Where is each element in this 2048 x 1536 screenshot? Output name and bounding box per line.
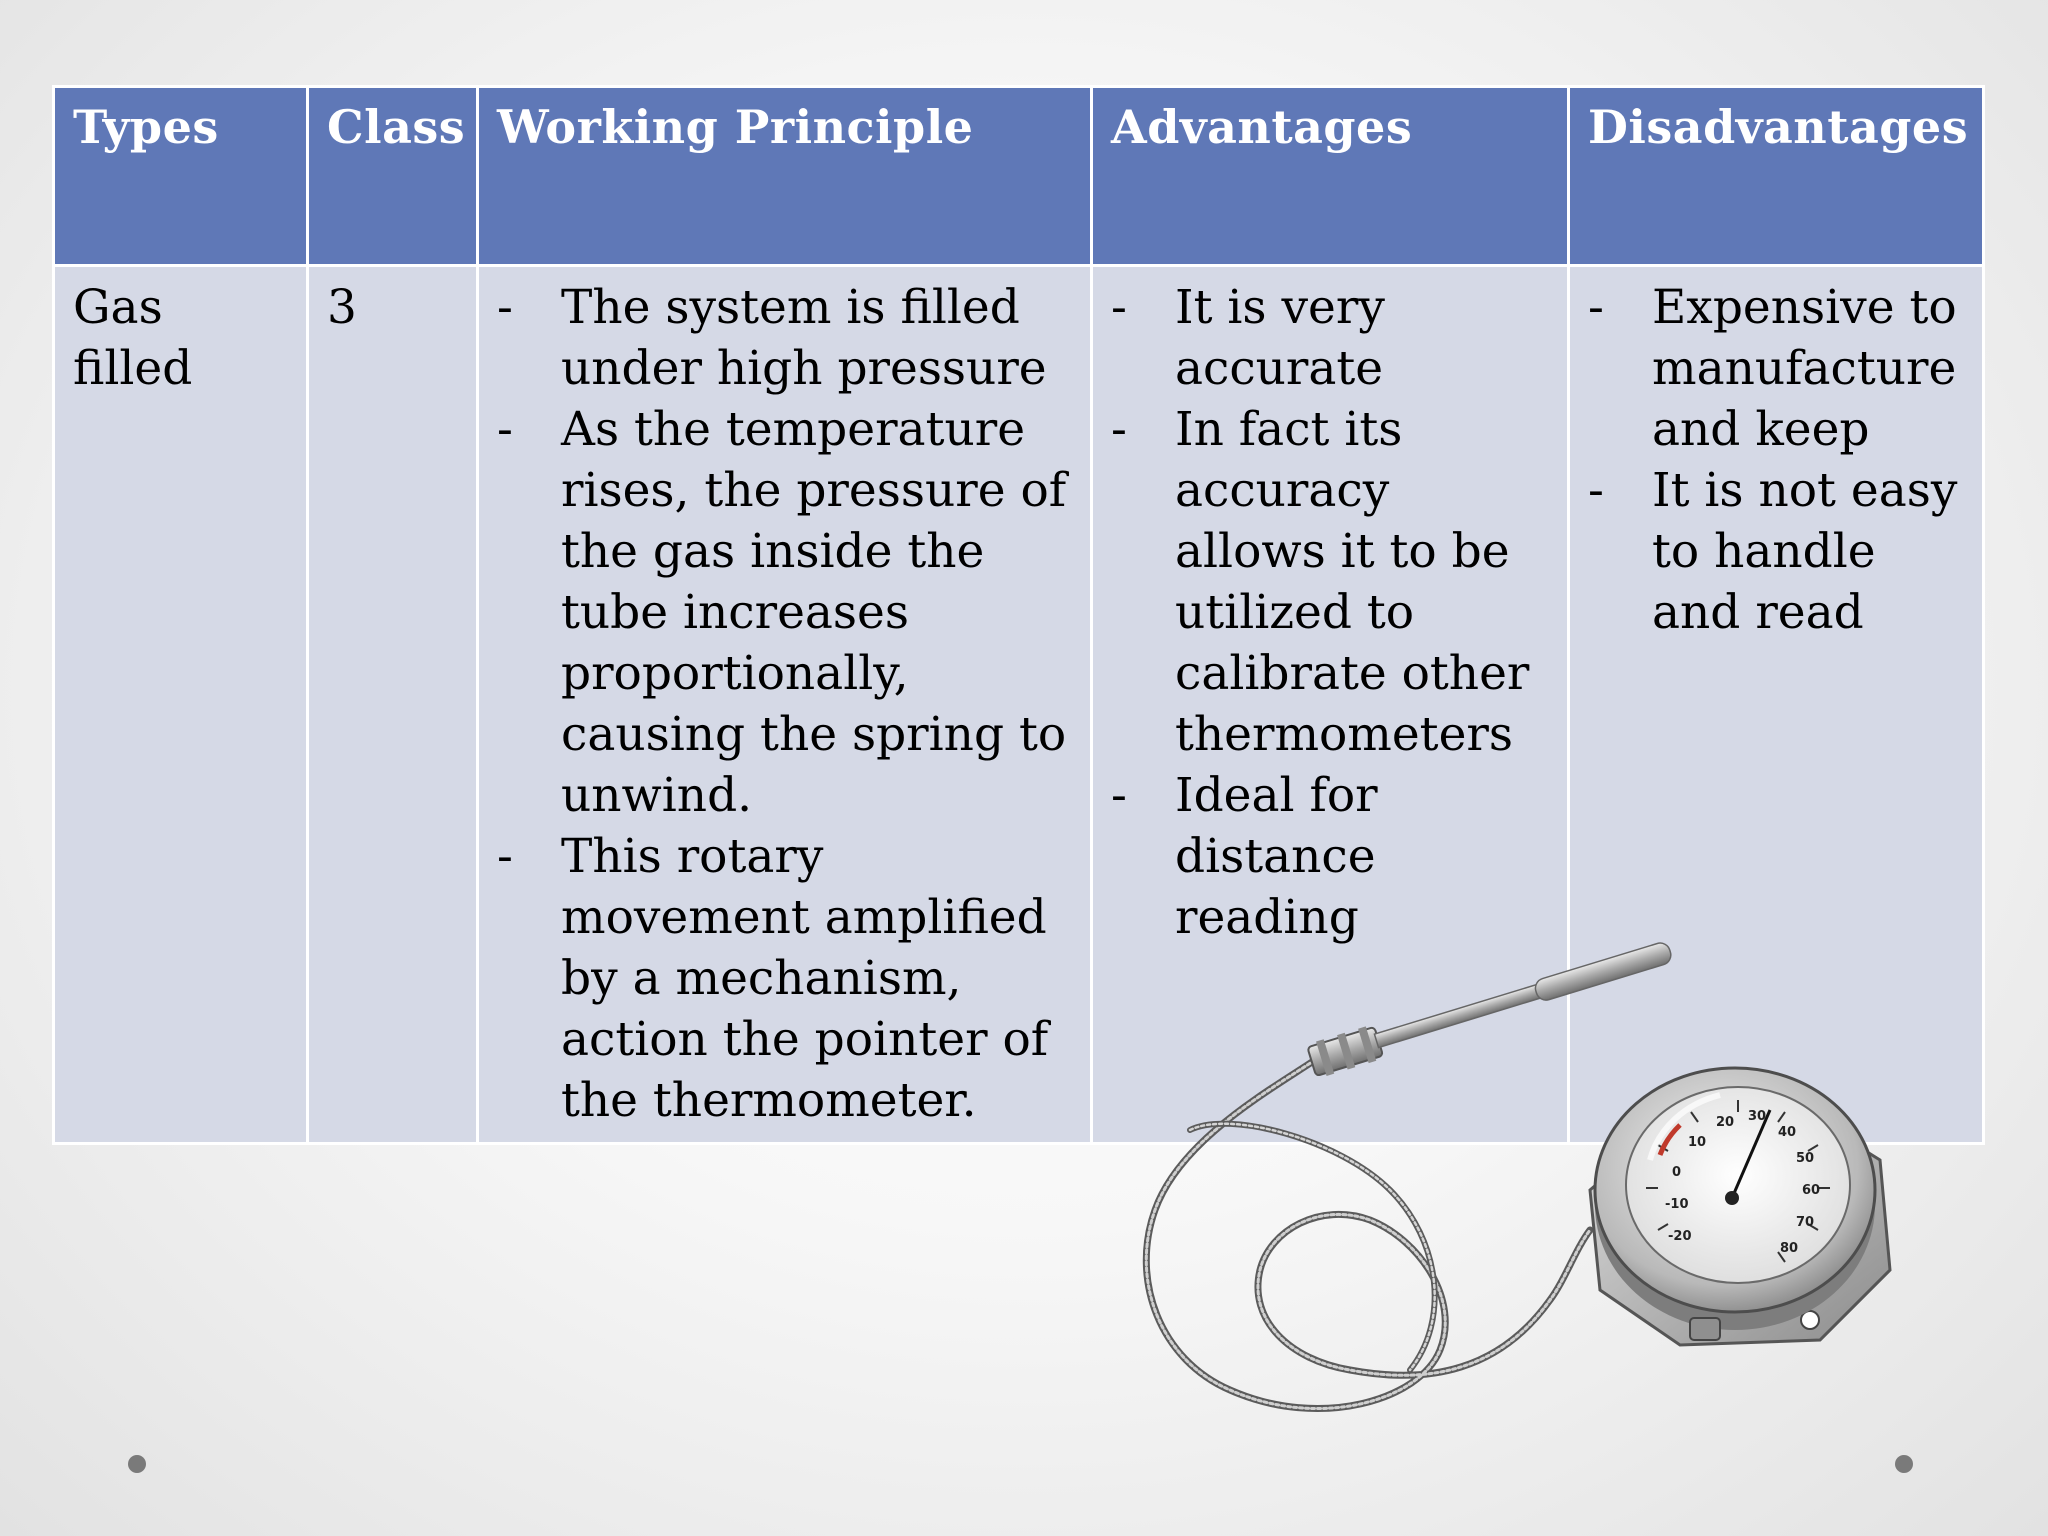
working-principle-item: The system is filled under high pressure <box>561 280 1047 396</box>
header-disadvantages: Disadvantages <box>1567 85 1985 267</box>
cell-type: Gas filled <box>52 264 309 1145</box>
dash-bullet: - <box>1588 463 1604 518</box>
cell-class: 3 <box>306 264 479 1145</box>
dial-label: 30 <box>1748 1109 1766 1124</box>
dash-bullet: - <box>497 280 513 335</box>
working-principle-item: This rotary movement amplified by a mech… <box>561 829 1049 1128</box>
list-item: - In fact its accuracy allows it to be u… <box>1111 399 1549 765</box>
disadvantage-item: It is not easy to handle and read <box>1652 463 1958 640</box>
list-item: - Ideal for distance reading <box>1111 765 1549 948</box>
table-row: Gas filled 3 - The system is filled unde… <box>52 264 1985 1145</box>
dash-bullet: - <box>1111 402 1127 457</box>
list-item: - This rotary movement amplified by a me… <box>497 826 1072 1131</box>
list-item: - As the temperature rises, the pressure… <box>497 399 1072 826</box>
header-advantages: Advantages <box>1090 85 1570 267</box>
class-text: 3 <box>327 280 357 335</box>
dash-bullet: - <box>1111 768 1127 823</box>
disadvantage-item: Expensive to manufacture and keep <box>1652 280 1957 457</box>
gas-filled-dial-thermometer-icon: -20 -10 0 10 20 30 40 50 60 70 80 <box>1142 942 1892 1412</box>
slide-nav-dot-right <box>1895 1455 1913 1473</box>
cell-advantages: - It is very accurate - In fact its accu… <box>1090 264 1570 1145</box>
slide-nav-dot-left <box>128 1455 146 1473</box>
disadvantages-list: - Expensive to manufacture and keep - It… <box>1588 277 1964 643</box>
table-header-row: Types Class Working Principle Advantages… <box>52 85 1985 267</box>
dial-label: 70 <box>1796 1215 1814 1230</box>
dial-label: 60 <box>1802 1183 1820 1198</box>
header-class: Class <box>306 85 479 267</box>
advantage-item: It is very accurate <box>1175 280 1385 396</box>
dial-label: 20 <box>1716 1115 1734 1130</box>
advantages-list: - It is very accurate - In fact its accu… <box>1111 277 1549 948</box>
dial-label: -20 <box>1668 1229 1692 1244</box>
cell-working-principle: - The system is filled under high pressu… <box>476 264 1093 1145</box>
type-text: Gas filled <box>73 280 193 396</box>
working-principle-list: - The system is filled under high pressu… <box>497 277 1072 1131</box>
dial-label: -10 <box>1665 1197 1689 1212</box>
thermometer-comparison-table: Types Class Working Principle Advantages… <box>52 85 1985 1145</box>
dial-label: 80 <box>1780 1241 1798 1256</box>
cell-disadvantages: - Expensive to manufacture and keep - It… <box>1567 264 1985 1145</box>
dash-bullet: - <box>1588 280 1604 335</box>
header-working-principle: Working Principle <box>476 85 1093 267</box>
dial-label: 0 <box>1672 1165 1681 1180</box>
dial-label: 10 <box>1688 1135 1706 1150</box>
header-types: Types <box>52 85 309 267</box>
advantage-item: In fact its accuracy allows it to be uti… <box>1175 402 1530 762</box>
working-principle-item: As the temperature rises, the pressure o… <box>561 402 1067 823</box>
list-item: - The system is filled under high pressu… <box>497 277 1072 399</box>
dash-bullet: - <box>497 402 513 457</box>
dial-label: 50 <box>1796 1151 1814 1166</box>
list-item: - Expensive to manufacture and keep <box>1588 277 1964 460</box>
dash-bullet: - <box>1111 280 1127 335</box>
list-item: - It is not easy to handle and read <box>1588 460 1964 643</box>
advantage-item: Ideal for distance reading <box>1175 768 1378 945</box>
dash-bullet: - <box>497 829 513 884</box>
dial-label: 40 <box>1778 1125 1796 1140</box>
list-item: - It is very accurate <box>1111 277 1549 399</box>
